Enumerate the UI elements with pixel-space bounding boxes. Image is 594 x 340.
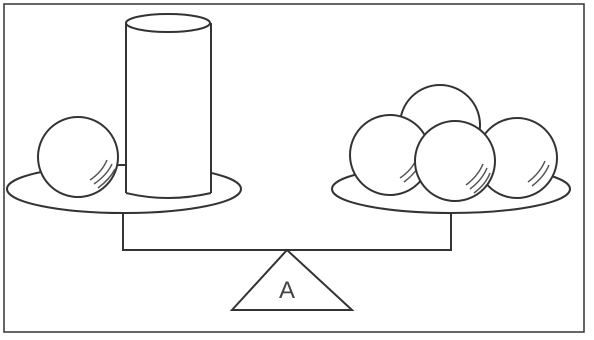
fulcrum-triangle: [229, 248, 355, 311]
figure-border: [3, 3, 585, 333]
balance-beam: [122, 210, 452, 251]
fulcrum-label: A: [279, 277, 295, 304]
left-pan-sphere: [37, 116, 119, 198]
left-pan-cylinder: [125, 13, 212, 199]
right-pan-sphere: [414, 120, 496, 202]
